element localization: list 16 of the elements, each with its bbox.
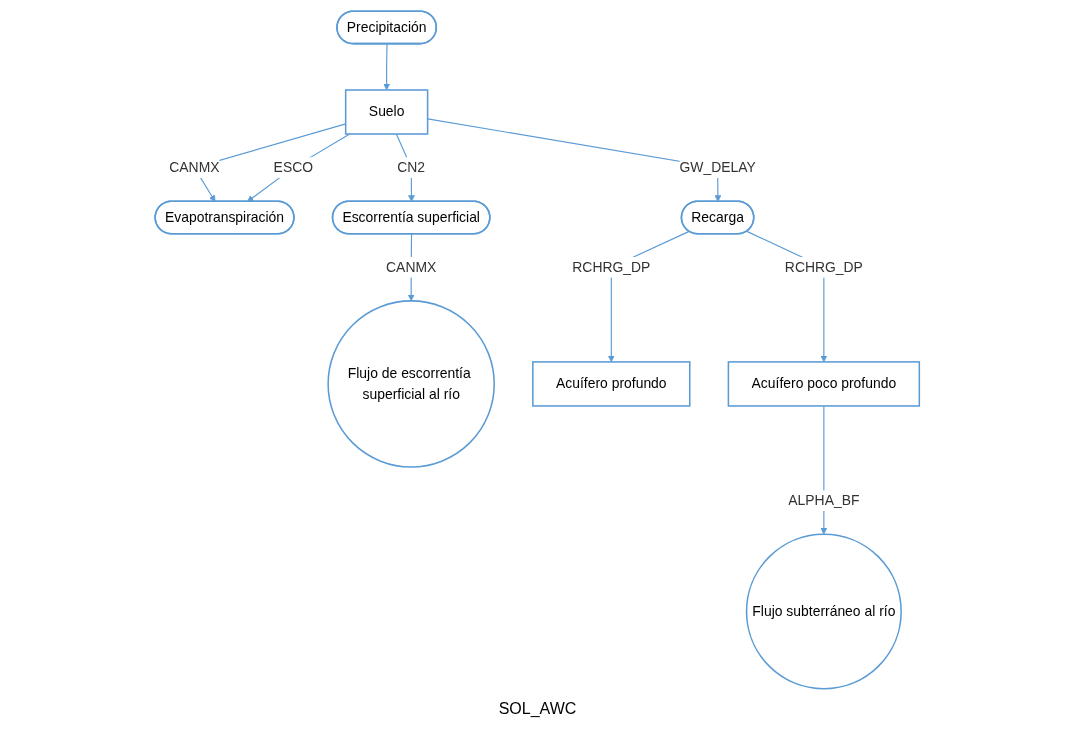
node-circle: Flujo subterráneo al río (746, 533, 903, 690)
arrow (247, 133, 351, 202)
parameter-label: SOL_AWC (498, 700, 577, 717)
edge-label: CN2 (397, 159, 426, 175)
node-circle: Flujo de escorrentía superficial al río (327, 300, 496, 468)
node-box: Suelo (345, 89, 429, 135)
edge-label: CANMX (169, 159, 220, 175)
arrow (383, 43, 391, 91)
edge-label: ALPHA_BF (788, 492, 860, 508)
node-box: Acuífero profundo (532, 361, 691, 407)
node-box: Acuífero poco profundo (727, 361, 921, 407)
edge-label: RCHRG_DP (785, 259, 864, 275)
edge-label: RCHRG_DP (572, 259, 651, 275)
edge-label: ESCO (273, 159, 314, 175)
edge-label: GW_DELAY (679, 159, 756, 175)
edge-label: CANMX (386, 259, 437, 275)
